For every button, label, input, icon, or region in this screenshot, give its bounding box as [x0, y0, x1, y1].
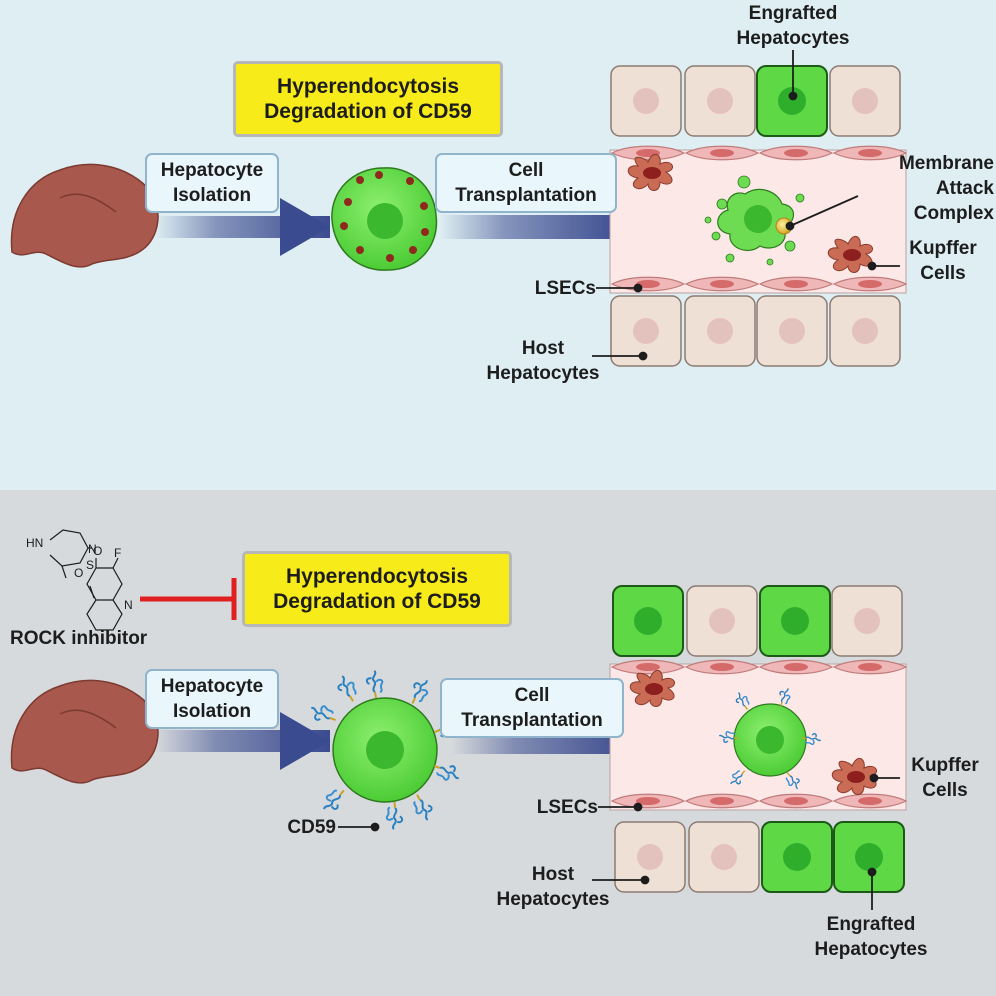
- molecule-atom-o1: O: [93, 544, 103, 558]
- mac-line2: Attack: [935, 178, 994, 199]
- bottom-kupffer-line2: Cells: [922, 780, 968, 801]
- top-liver-tissue: [609, 65, 907, 367]
- top-step1-line2: Isolation: [172, 185, 252, 206]
- molecule-atom-n1: N: [88, 542, 97, 556]
- bottom-engrafted-line2: Hepatocytes: [814, 939, 928, 960]
- bottom-step-isolation: Hepatocyte Isolation: [145, 669, 279, 729]
- isolated-hepatocyte: [331, 167, 438, 271]
- top-step-transplantation: Cell Transplantation: [435, 153, 617, 213]
- top-step-isolation: Hepatocyte Isolation: [145, 153, 279, 213]
- bottom-step1-line2: Isolation: [172, 701, 252, 722]
- bottom-step2-line1: Cell: [514, 685, 550, 706]
- top-engrafted-label: Engrafted Hepatocytes: [720, 1, 866, 51]
- top-pointers: [592, 50, 900, 361]
- mac-line1: Membrane: [898, 153, 994, 174]
- rock-inhibitor-label: ROCK inhibitor: [10, 628, 148, 649]
- top-lsecs-text: LSECs: [534, 278, 596, 299]
- top-kupffer-label: Kupffer Cells: [900, 236, 986, 286]
- top-kupffer-line1: Kupffer: [909, 238, 977, 259]
- bottom-step2-line2: Transplantation: [461, 710, 603, 731]
- bottom-highlight-line2: Degradation of CD59: [273, 590, 481, 613]
- top-highlight-line1: Hyperendocytosis: [276, 75, 460, 98]
- top-highlight-box: Hyperendocytosis Degradation of CD59: [233, 61, 503, 137]
- molecule-atom-o2: O: [74, 566, 84, 580]
- bottom-kupffer-label: Kupffer Cells: [902, 753, 988, 803]
- cd59-label: CD59: [270, 815, 336, 840]
- bottom-host-line1: Host: [531, 864, 575, 885]
- top-host-line1: Host: [521, 338, 565, 359]
- bottom-lsecs-text: LSECs: [536, 797, 598, 818]
- bottom-host-label: Host Hepatocytes: [480, 862, 626, 912]
- bottom-step1-line1: Hepatocyte: [160, 676, 264, 697]
- bottom-lsecs-label: LSECs: [522, 795, 598, 820]
- liver-icon: [10, 163, 159, 268]
- top-host-line2: Hepatocytes: [486, 363, 600, 384]
- isolation-arrow-bottom: [155, 712, 330, 770]
- molecule-atom-s: S: [86, 558, 95, 572]
- protected-hepatocyte: [307, 668, 464, 831]
- cd59-text: CD59: [287, 817, 336, 838]
- top-engrafted-line2: Hepatocytes: [736, 28, 850, 49]
- top-step2-line2: Transplantation: [455, 185, 597, 206]
- top-step1-line1: Hepatocyte: [160, 160, 264, 181]
- bottom-engrafted-line1: Engrafted: [826, 914, 916, 935]
- bottom-liver-tissue: [609, 585, 907, 893]
- bottom-step-transplantation: Cell Transplantation: [440, 678, 624, 738]
- top-host-label: Host Hepatocytes: [470, 336, 616, 386]
- top-kupffer-line2: Cells: [920, 263, 966, 284]
- top-step2-line1: Cell: [508, 160, 544, 181]
- liver-lobe-line-bottom: [59, 709, 117, 729]
- molecule-atom-f: F: [114, 546, 122, 560]
- bottom-pointers: [338, 773, 900, 910]
- top-highlight-line2: Degradation of CD59: [264, 100, 472, 123]
- bottom-highlight-box: Hyperendocytosis Degradation of CD59: [242, 551, 512, 627]
- mac-label: Membrane Attack Complex: [850, 151, 994, 226]
- liver-icon-bottom: [10, 679, 159, 784]
- mac-line3: Complex: [913, 203, 994, 224]
- isolation-arrow: [155, 198, 330, 256]
- bottom-host-line2: Hepatocytes: [496, 889, 610, 910]
- liver-lobe-line: [59, 193, 117, 213]
- molecule-atom-n2: N: [124, 598, 133, 612]
- molecule-atom-hn: HN: [26, 536, 44, 550]
- bottom-engrafted-label: Engrafted Hepatocytes: [798, 912, 944, 962]
- top-lsecs-label: LSECs: [520, 276, 596, 301]
- rock-inhibitor-molecule-icon: [49, 529, 123, 631]
- top-engrafted-line1: Engrafted: [748, 3, 838, 24]
- bottom-highlight-line1: Hyperendocytosis: [285, 565, 469, 588]
- bottom-kupffer-line1: Kupffer: [911, 755, 979, 776]
